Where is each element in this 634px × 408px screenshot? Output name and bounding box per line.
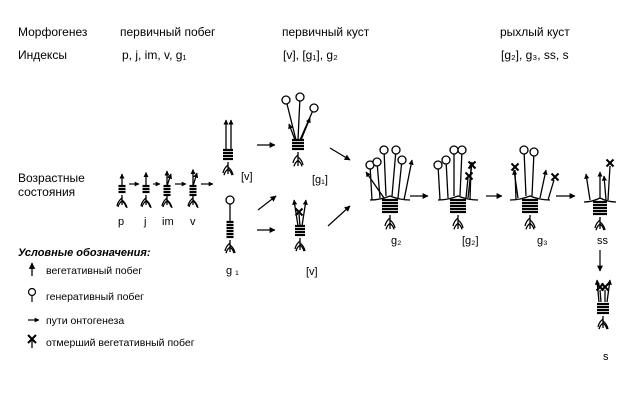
plant-g3 — [509, 145, 560, 230]
path-arrow-g1br-g2 — [329, 147, 351, 161]
stage-label-j: j — [144, 216, 147, 228]
plant-v-bracket — [222, 119, 234, 176]
stage-label-g2: g₂ — [391, 235, 402, 247]
age-states-label-line2: состояния — [18, 185, 76, 199]
indexes-loose-bush: [g₂], g₃, ss, s — [501, 48, 569, 62]
plant-im — [161, 170, 173, 209]
stage-label-g2-bracket: [g₂] — [462, 235, 479, 247]
plant-s — [594, 279, 612, 330]
morphogenesis-label: Морфогенез — [18, 25, 88, 39]
indexes-primary-bush: [v], [g₁], g₂ — [283, 48, 338, 62]
stage-label-p: p — [118, 216, 125, 228]
dead-shoot-icon — [27, 334, 37, 348]
generative-shoot-icon — [27, 287, 37, 302]
path-arrow-vlow-g2 — [327, 205, 351, 227]
stage-label-g1: g ₁ — [226, 265, 239, 277]
stage-label-v: v — [190, 216, 196, 228]
plant-g1-bracket — [281, 92, 319, 167]
stage-label-g3: g₃ — [537, 235, 548, 247]
path-arrow-g1-g1br — [257, 195, 277, 211]
plant-v — [187, 168, 199, 209]
plant-ss — [583, 158, 617, 231]
legend-item-dead: отмерший вегетативный побег — [46, 337, 195, 349]
stage-label-im: im — [162, 216, 174, 228]
legend-item-vegetative: вегетативный побег — [46, 265, 143, 277]
plant-j — [140, 171, 152, 209]
legend-item-generative: генеративный побег — [46, 291, 144, 303]
plant-p — [116, 173, 128, 209]
plant-g2 — [365, 145, 414, 230]
stage-label-g1-bracket: [g₁] — [312, 174, 328, 186]
stage-label-ss: ss — [597, 235, 608, 247]
indexes-label: Индексы — [18, 48, 67, 62]
indexes-primary-shoot: p, j, im, v, g₁ — [122, 48, 187, 62]
plant-g1 — [224, 195, 236, 254]
plant-v-bracket-lower — [292, 199, 308, 252]
primary-shoot-header: первичный побег — [120, 25, 216, 39]
primary-bush-header: первичный куст — [282, 25, 370, 39]
plant-g2-bracket — [433, 145, 479, 230]
legend-item-path: пути онтогенеза — [46, 315, 125, 327]
stage-label-s: s — [603, 351, 609, 363]
age-states-label-line1: Возрастные — [18, 171, 85, 185]
loose-bush-header: рыхлый куст — [500, 25, 570, 39]
stage-label-v-bracket-lower: [v] — [306, 266, 318, 278]
legend-title: Условные обозначения: — [18, 247, 151, 259]
stage-label-v-bracket: [v] — [241, 171, 253, 183]
